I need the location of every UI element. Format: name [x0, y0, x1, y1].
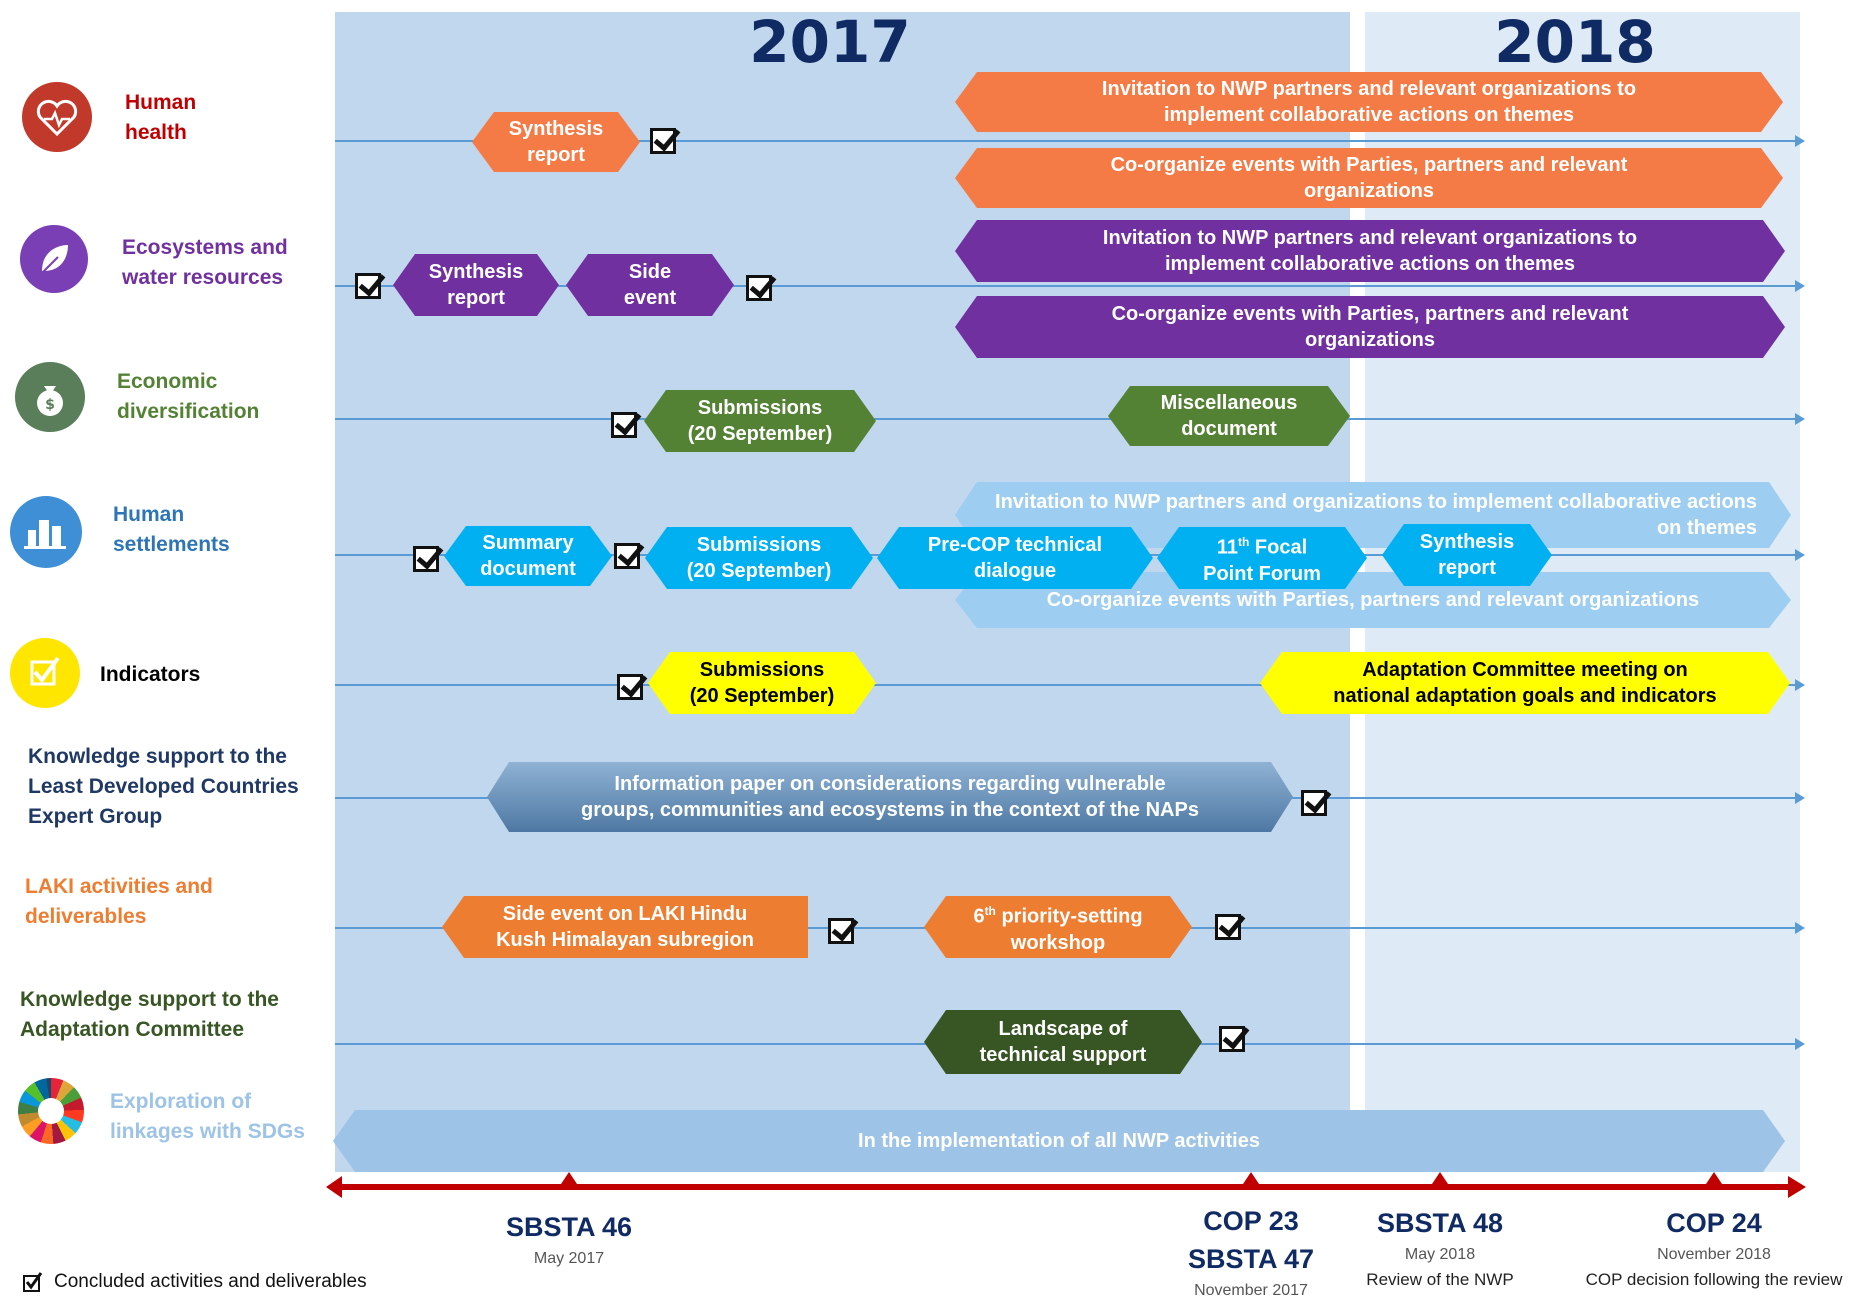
- milestone-sbsta-48: SBSTA 48: [1376, 1208, 1504, 1238]
- eco-co-organize: Co-organize events with Parties, partner…: [955, 296, 1785, 358]
- sdg-wheel-icon: [18, 1078, 84, 1144]
- hs-forum-number: 11: [1216, 536, 1238, 559]
- health-co-organize: Co-organize events with Parties, partner…: [955, 148, 1783, 208]
- hs-pre-cop-dialogue: Pre-COP technical dialogue: [877, 527, 1153, 589]
- category-label-laki: LAKI activities and deliverables: [25, 875, 213, 928]
- timeline-arrow-economic: [1795, 413, 1805, 425]
- category-label-adaptation: Knowledge support to the Adaptation Comm…: [20, 988, 279, 1041]
- hs-forum-ordinal: th: [1238, 535, 1250, 550]
- milestone-cop-23-date: November 2017: [1194, 1282, 1308, 1299]
- timeline-row-health: [335, 140, 1795, 142]
- category-label-ldc: Knowledge support to the Least Developed…: [28, 745, 299, 828]
- heart-icon: [22, 82, 92, 152]
- milestone-cop-24: COP 24: [1666, 1208, 1762, 1238]
- timeline-arrow-indicators: [1795, 679, 1805, 691]
- axis-right-arrowhead: [1788, 1176, 1806, 1198]
- year-2018-label: 2018: [1494, 8, 1656, 76]
- laki-ps-ordinal: th: [984, 904, 996, 919]
- hs-submissions: Submissions (20 September): [645, 527, 873, 589]
- category-label-human-health: Human health: [125, 91, 197, 144]
- eco-side-event: Side event: [566, 254, 734, 316]
- milestone-marker: [1706, 1172, 1722, 1184]
- money-bag-icon: $: [15, 362, 85, 432]
- hs-forum-text: Focal Point Forum: [1203, 536, 1321, 585]
- category-label-sdg: Exploration of linkages with SDGs: [110, 1090, 305, 1143]
- check-icon: [650, 128, 676, 154]
- timeline-arrow-laki: [1795, 922, 1805, 934]
- eco-synthesis-report: Synthesis report: [393, 254, 559, 316]
- ind-submissions: Submissions (20 September): [648, 652, 876, 714]
- milestone-sbsta-48-date: May 2018: [1404, 1246, 1476, 1263]
- laki-side-event: Side event on LAKI Hindu Kush Himalayan …: [442, 896, 808, 958]
- check-icon: [611, 412, 637, 438]
- eco-invitation: Invitation to NWP partners and relevant …: [955, 220, 1785, 282]
- legend: Concluded activities and deliverables: [22, 1270, 367, 1294]
- checkbox-icon: [10, 638, 80, 708]
- timeline-arrow-settlements: [1795, 549, 1805, 561]
- year-2017-label: 2017: [749, 8, 911, 76]
- milestone-marker: [1432, 1172, 1448, 1184]
- milestone-cop-24-date: November 2018: [1657, 1246, 1771, 1263]
- timeline-row-ecosystems: [335, 285, 1795, 287]
- check-icon: [828, 918, 854, 944]
- timeline-arrow-ecosystems: [1795, 280, 1805, 292]
- laki-ps-number: 6: [973, 905, 985, 928]
- hs-synthesis-report: Synthesis report: [1382, 524, 1552, 586]
- milestone-marker: [561, 1172, 577, 1184]
- sdg-implementation: In the implementation of all NWP activit…: [333, 1110, 1785, 1172]
- timeline-row-economic: [335, 418, 1795, 420]
- econ-submissions: Submissions (20 September): [644, 390, 876, 452]
- category-label-economic: Economic diversification: [117, 370, 260, 423]
- svg-text:$: $: [45, 397, 55, 413]
- econ-misc-document: Miscellaneous document: [1108, 386, 1350, 446]
- ac-landscape: Landscape of technical support: [924, 1010, 1202, 1074]
- axis-left-arrowhead: [326, 1176, 342, 1198]
- milestone-sbsta-48-note: Review of the NWP: [1366, 1270, 1514, 1289]
- check-icon: [614, 543, 640, 569]
- milestone-cop-23: COP 23: [1203, 1206, 1299, 1236]
- bottom-axis: [340, 1184, 1790, 1190]
- ldc-information-paper: Information paper on considerations rega…: [487, 762, 1293, 832]
- timeline-arrow-ldc: [1795, 792, 1805, 804]
- laki-priority-workshop: 6th priority-setting workshop: [924, 896, 1192, 958]
- buildings-icon: [10, 496, 82, 568]
- milestone-sbsta-46: SBSTA 46: [505, 1212, 633, 1242]
- ind-ac-meeting: Adaptation Committee meeting on national…: [1260, 652, 1790, 714]
- category-label-indicators: Indicators: [100, 663, 201, 686]
- milestone-sbsta-46-date: May 2017: [533, 1250, 605, 1267]
- timeline-row-indicators: [335, 684, 1795, 686]
- laki-ps-text: priority-setting workshop: [1001, 905, 1143, 954]
- hs-co-organize: Co-organize events with Parties, partner…: [955, 572, 1791, 628]
- health-invitation: Invitation to NWP partners and relevant …: [955, 72, 1783, 132]
- check-icon: [355, 273, 381, 299]
- legend-label: Concluded activities and deliverables: [54, 1271, 367, 1292]
- timeline-arrow-health: [1795, 135, 1805, 147]
- milestone-sbsta-47: SBSTA 47: [1187, 1244, 1315, 1274]
- category-label-ecosystems: Ecosystems and water resources: [122, 236, 288, 289]
- milestone-marker: [1243, 1172, 1259, 1184]
- check-icon: [746, 275, 772, 301]
- leaf-icon: [20, 225, 88, 293]
- hs-focal-point-forum: 11th Focal Point Forum: [1157, 527, 1367, 589]
- check-icon: [617, 674, 643, 700]
- check-icon: [23, 1272, 43, 1292]
- health-synthesis-report: Synthesis report: [472, 112, 640, 172]
- check-icon: [413, 546, 439, 572]
- timeline-arrow-adaptation: [1795, 1038, 1805, 1050]
- check-icon: [1301, 790, 1327, 816]
- milestone-cop-24-note: COP decision following the review: [1585, 1270, 1843, 1289]
- category-label-settlements: Human settlements: [113, 503, 230, 556]
- hs-summary-document: Summary document: [444, 526, 612, 586]
- check-icon: [1215, 914, 1241, 940]
- check-icon: [1219, 1026, 1245, 1052]
